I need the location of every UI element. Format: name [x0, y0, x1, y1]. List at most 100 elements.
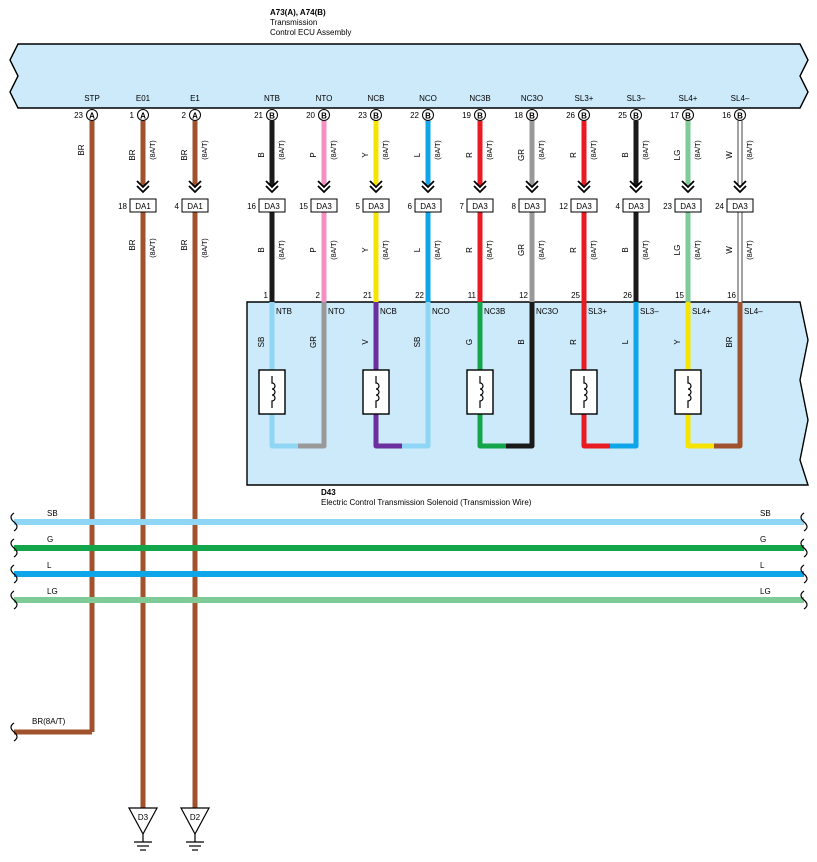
solenoid-terminal-NTB: NTB — [276, 307, 292, 316]
solenoid-wire-NTB — [269, 302, 298, 449]
junction-label-NTO: DA3 — [316, 202, 332, 211]
solenoid-pin-NC3B: 11 — [468, 291, 477, 300]
junction-box-NCO — [414, 198, 442, 213]
solenoid-pin-NCB: 21 — [363, 291, 372, 300]
solenoid-terminal-NC3O: NC3O — [536, 307, 558, 316]
wire-code-lower-SL3–: B — [621, 247, 630, 252]
solenoid-wire-SL3+ — [581, 302, 610, 449]
connector-circle-E1 — [189, 109, 201, 121]
connector-circle-SL3+ — [578, 109, 590, 121]
junction-box-NCB — [362, 198, 390, 213]
note-8at-upper-SL4–: (8A/T) — [747, 140, 754, 159]
bus-label-right-LG: LG — [760, 587, 771, 596]
solenoid-block — [246, 301, 809, 486]
terminal-name-SL3–: SL3– — [627, 94, 646, 103]
solenoid-wire-code-NC3B: G — [465, 339, 474, 345]
junction-pin-NTO: 15 — [299, 202, 308, 211]
junction-arrow-NCB — [369, 180, 383, 194]
terminal-name-SL4+: SL4+ — [679, 94, 698, 103]
junction-arrow-SL4+ — [681, 180, 695, 194]
junction-box-NTO — [310, 198, 338, 213]
coil-icon-2 — [479, 376, 484, 408]
junction-box-NTB — [258, 198, 286, 213]
junction-label-SL4+: DA3 — [680, 202, 696, 211]
note-8at-upper-NCO: (8A/T) — [435, 140, 442, 159]
stp-output-label: BR(8A/T) — [32, 717, 66, 726]
bus-break-left-L — [10, 564, 18, 584]
bus-break-left-SB — [10, 512, 18, 532]
solenoid-pin-NCO: 22 — [415, 291, 424, 300]
stp-break-icon — [10, 722, 18, 742]
junction-arrow-SL4– — [733, 180, 747, 194]
ecu-name-line1: Transmission — [270, 18, 317, 27]
junction-box-SL4– — [726, 198, 754, 213]
symbol-layer — [10, 109, 808, 851]
wire-code-lower-NTO: P — [309, 247, 318, 252]
wire-code-upper-NCB: Y — [361, 152, 370, 158]
junction-label-E01: DA1 — [135, 202, 151, 211]
connector-letter-NTO: B — [321, 112, 327, 121]
ground-label-D2: D2 — [190, 813, 201, 822]
solenoid-terminal-NCO: NCO — [432, 307, 450, 316]
solenoid-wire-code-NCB: V — [361, 339, 370, 345]
wire-code-upper-NTB: B — [257, 152, 266, 157]
ground-label-D3: D3 — [138, 813, 149, 822]
terminal-pin-NCB: 23 — [358, 111, 367, 120]
note-8at-lower-SL3–: (8A/T) — [643, 240, 650, 259]
note-8at-lower-SL4–: (8A/T) — [747, 240, 754, 259]
terminal-name-NC3B: NC3B — [469, 94, 490, 103]
terminal-pin-NC3O: 18 — [514, 111, 523, 120]
connector-circle-NTO — [318, 109, 330, 121]
terminal-pin-NTO: 20 — [306, 111, 315, 120]
junction-box-E1 — [181, 198, 209, 213]
bus-break-left-LG — [10, 590, 18, 610]
note-8at-lower-E1: (8A/T) — [202, 238, 209, 257]
solenoid-pin-NTB: 1 — [264, 291, 269, 300]
junction-box-NC3O — [518, 198, 546, 213]
connector-letter-SL3–: B — [633, 112, 639, 121]
note-8at-upper-NCB: (8A/T) — [383, 140, 390, 159]
wire-code-lower-E1: BR — [180, 239, 189, 250]
bus-break-right-G — [800, 538, 808, 558]
junction-label-SL3–: DA3 — [628, 202, 644, 211]
junction-label-NC3O: DA3 — [524, 202, 540, 211]
connector-letter-NCO: B — [425, 112, 431, 121]
connector-letter-E01: A — [140, 112, 146, 121]
wire-code-upper-SL3–: B — [621, 152, 630, 157]
junction-label-SL4–: DA3 — [732, 202, 748, 211]
bus-label-right-L: L — [760, 561, 765, 570]
bus-label-left-SB: SB — [47, 509, 58, 518]
wire-layer — [14, 121, 804, 808]
connector-letter-SL3+: B — [581, 112, 587, 121]
note-8at-lower-NTB: (8A/T) — [279, 240, 286, 259]
terminal-name-E01: E01 — [136, 94, 151, 103]
junction-box-NC3B — [466, 198, 494, 213]
solenoid-wire-NTO — [298, 302, 327, 449]
solenoid-terminal-SL4–: SL4– — [744, 307, 763, 316]
junction-arrow-NCO — [421, 180, 435, 194]
connector-letter-STP: A — [89, 112, 95, 121]
junction-pin-SL4–: 24 — [715, 202, 724, 211]
wire-code-upper-E01: BR — [128, 149, 137, 160]
note-8at-lower-NC3O: (8A/T) — [539, 240, 546, 259]
note-8at-lower-SL4+: (8A/T) — [695, 240, 702, 259]
bus-label-left-L: L — [47, 561, 52, 570]
note-8at-lower-NTO: (8A/T) — [331, 240, 338, 259]
solenoid-wire-SL4+ — [685, 302, 714, 449]
solenoid-wire-code-SL3–: L — [621, 339, 630, 344]
note-8at-upper-SL3–: (8A/T) — [643, 140, 650, 159]
connector-circle-STP — [86, 109, 98, 121]
wire-code-STP: BR — [77, 144, 86, 155]
note-8at-upper-E1: (8A/T) — [202, 140, 209, 159]
wire-code-upper-E1: BR — [180, 149, 189, 160]
junction-pin-E1: 4 — [175, 202, 180, 211]
solenoid-wire-NCO — [402, 302, 431, 449]
solenoid-wire-SL3– — [610, 302, 639, 449]
terminal-name-SL4–: SL4– — [731, 94, 750, 103]
terminal-name-E1: E1 — [190, 94, 200, 103]
solenoid-id: D43 — [321, 488, 336, 497]
terminal-pin-SL4–: 16 — [722, 111, 731, 120]
component-blocks — [9, 43, 809, 486]
